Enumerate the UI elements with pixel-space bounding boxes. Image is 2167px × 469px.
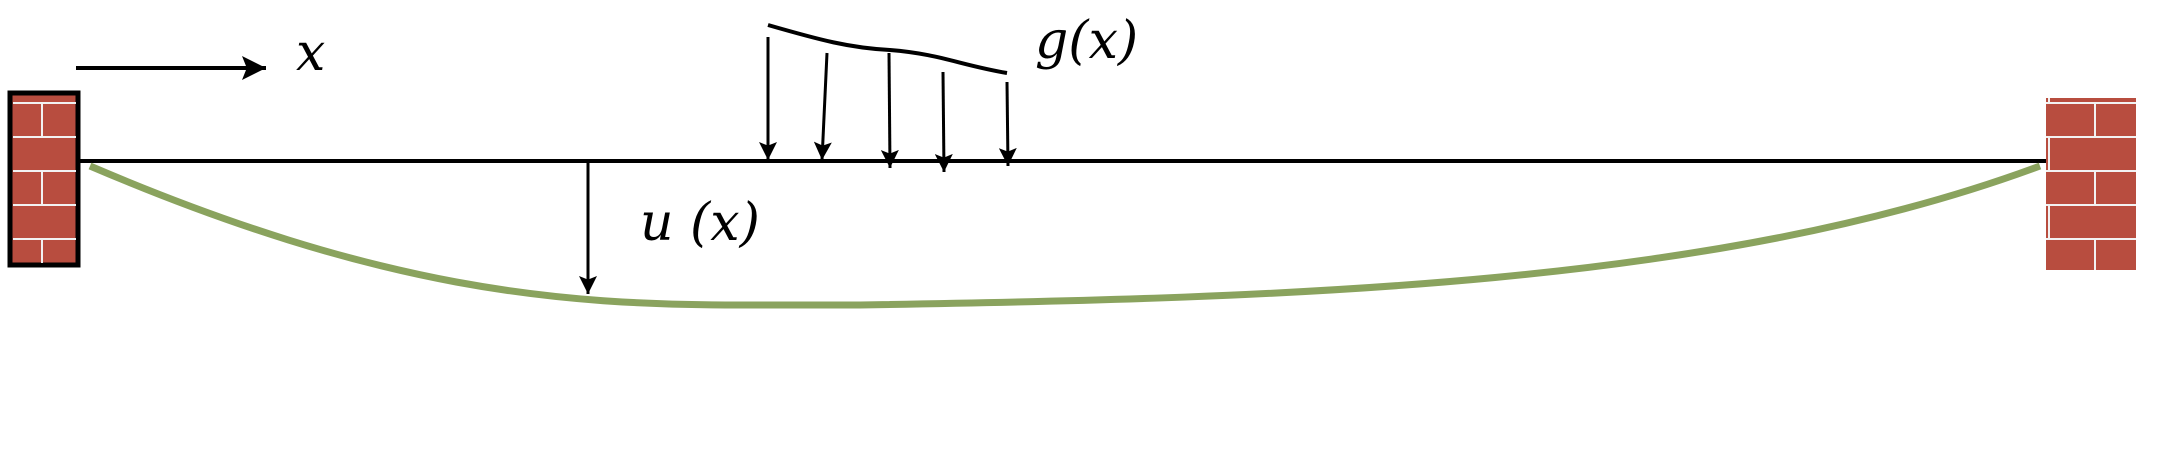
distributed-load: [759, 23, 1017, 173]
left-wall: [7, 90, 81, 268]
displacement-label: u (x): [640, 193, 760, 253]
load-profile-curve: [767, 23, 1008, 75]
load-arrow: [934, 71, 953, 173]
load-label: g(x): [1035, 11, 1138, 71]
load-arrow: [813, 52, 832, 161]
x-label: x: [296, 23, 325, 83]
right-wall: [2046, 98, 2136, 270]
load-arrow: [998, 81, 1017, 167]
load-arrow: [880, 52, 899, 169]
deflection-curve: [88, 162, 2042, 309]
